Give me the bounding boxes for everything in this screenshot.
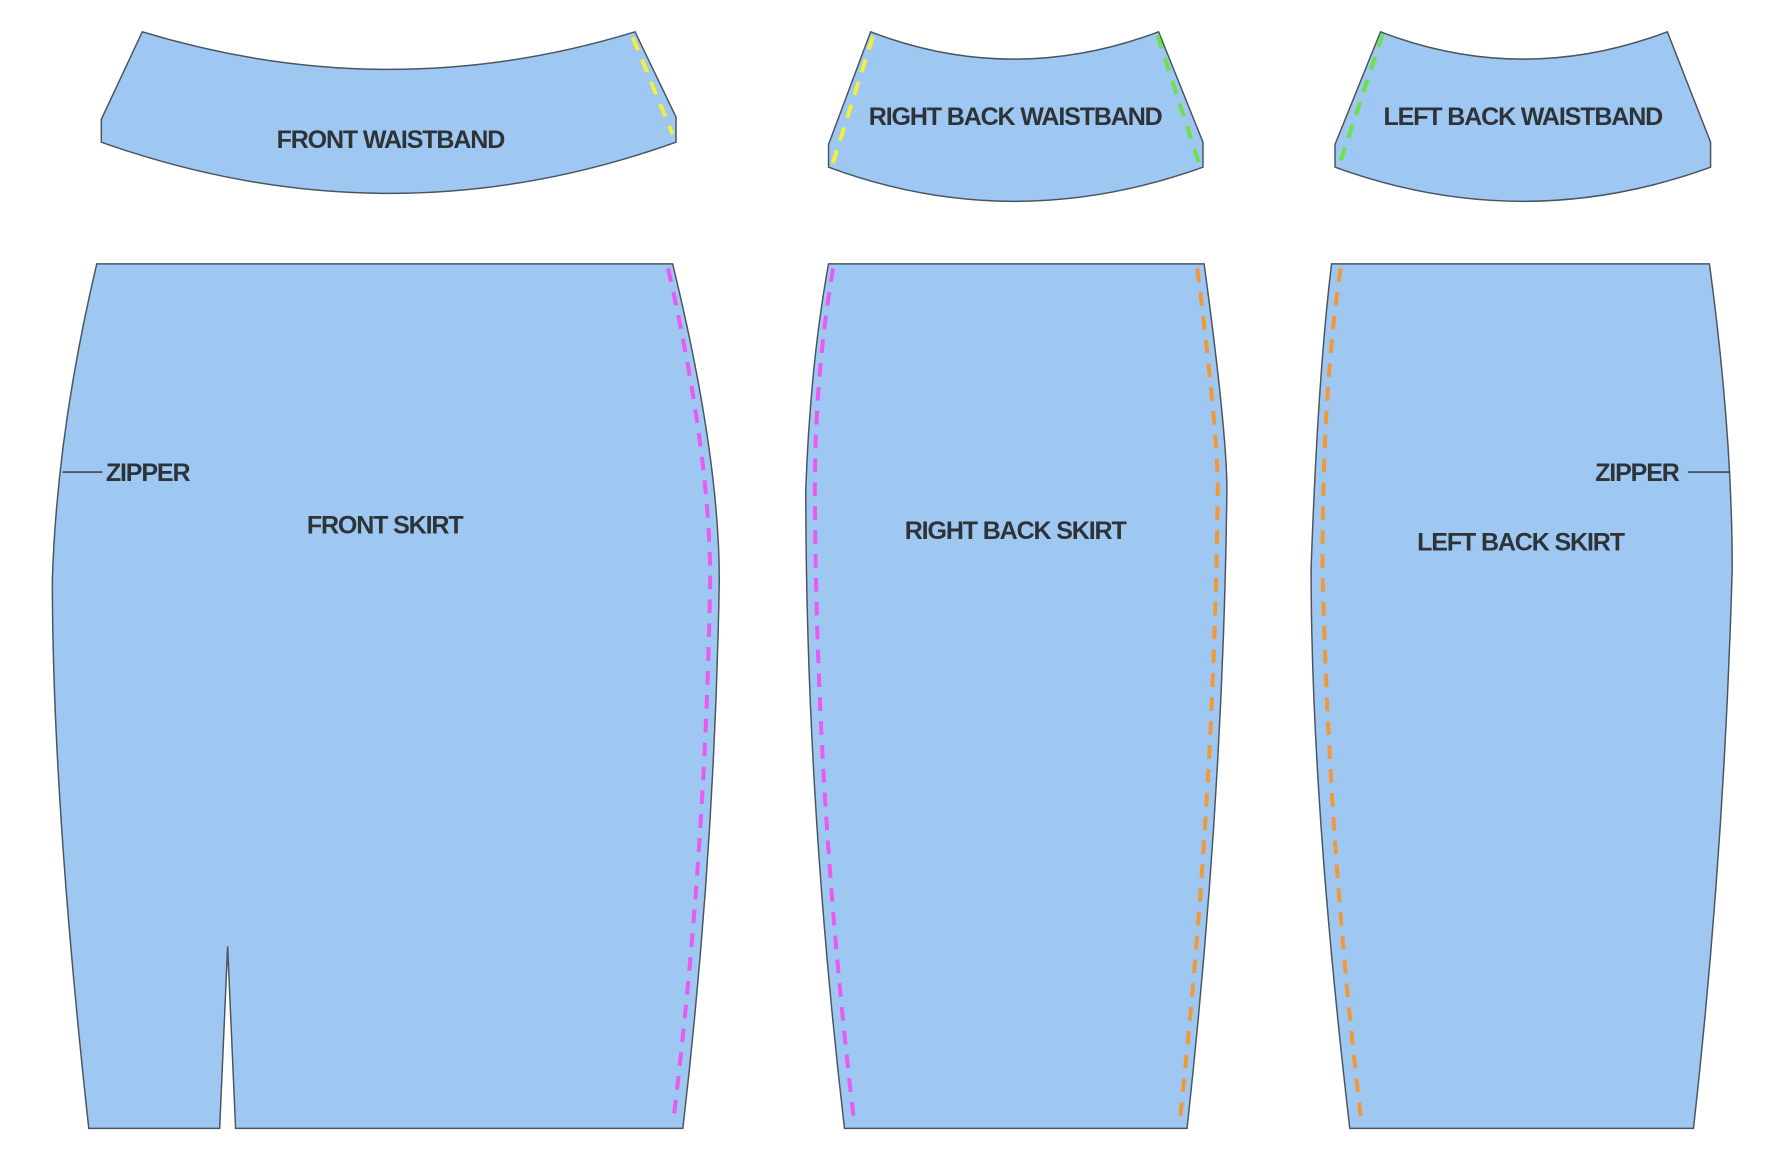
front-waistband-yellow-seam xyxy=(630,36,675,135)
front-skirt-piece: ZIPPER FRONT SKIRT xyxy=(51,263,721,1130)
front-zipper-label: ZIPPER xyxy=(106,459,191,487)
left-back-waistband-label: LEFT BACK WAISTBAND xyxy=(1383,103,1663,131)
left-back-waistband-shape xyxy=(1334,30,1712,203)
front-waistband-piece: FRONT WAISTBAND xyxy=(100,30,677,195)
right-back-skirt-piece: RIGHT BACK SKIRT xyxy=(805,263,1228,1130)
front-skirt-shape xyxy=(51,263,721,1130)
left-back-waistband-piece: LEFT BACK WAISTBAND xyxy=(1334,30,1712,203)
front-skirt-magenta-seam xyxy=(666,268,713,1118)
right-back-skirt-orange-seam xyxy=(1178,268,1220,1118)
left-back-skirt-shape xyxy=(1310,263,1733,1130)
back-zipper-label: ZIPPER xyxy=(1595,459,1680,487)
right-back-waistband-label: RIGHT BACK WAISTBAND xyxy=(869,103,1163,131)
front-waistband-label: FRONT WAISTBAND xyxy=(277,126,506,154)
front-skirt-label: FRONT SKIRT xyxy=(307,512,465,540)
right-back-waistband-shape xyxy=(827,30,1204,203)
right-back-skirt-shape xyxy=(805,263,1228,1130)
front-waistband-shape xyxy=(100,30,677,195)
left-back-skirt-orange-seam xyxy=(1320,268,1364,1121)
right-back-waistband-piece: RIGHT BACK WAISTBAND xyxy=(827,30,1204,203)
left-back-skirt-label: LEFT BACK SKIRT xyxy=(1417,529,1626,557)
left-back-skirt-piece: ZIPPER LEFT BACK SKIRT xyxy=(1310,263,1733,1130)
right-back-skirt-label: RIGHT BACK SKIRT xyxy=(905,517,1128,545)
